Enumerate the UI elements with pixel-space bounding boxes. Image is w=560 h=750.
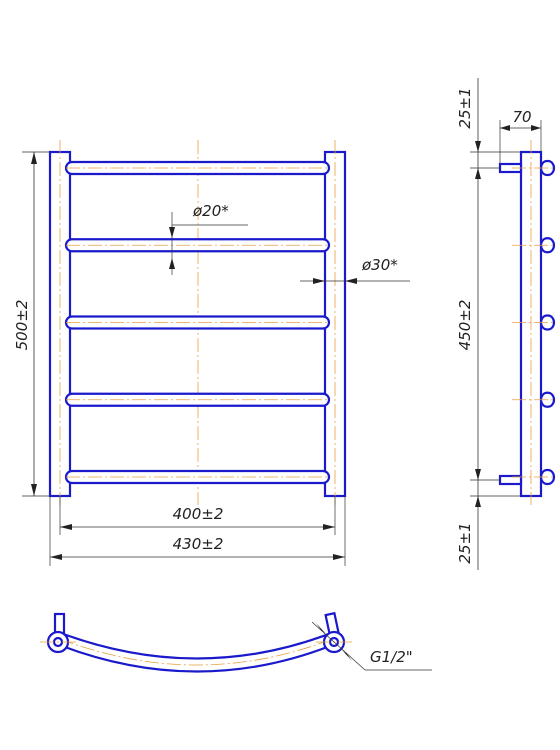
dim-crossbar-diameter: ø20* bbox=[192, 202, 229, 220]
top-curved-bar-outer bbox=[57, 630, 335, 660]
arrow-70-left bbox=[500, 125, 510, 131]
dim-depth: 70 bbox=[512, 108, 531, 126]
dim-rail-spacing: 450±2 bbox=[456, 300, 474, 351]
arrow-70-right bbox=[531, 125, 541, 131]
dim-bottom-offset: 25±1 bbox=[456, 522, 474, 563]
arrow-500-bottom bbox=[31, 484, 37, 496]
dim-outer-width: 430±2 bbox=[173, 535, 224, 553]
dim-upright-diameter: ø30* bbox=[361, 256, 398, 274]
arrow-500-top bbox=[31, 152, 37, 164]
arrow-d30-right bbox=[345, 278, 357, 284]
side-brackets bbox=[512, 159, 556, 486]
arrow-d20-top bbox=[169, 227, 175, 238]
top-curved-bar-inner bbox=[61, 644, 331, 673]
arrow-25-top-2 bbox=[475, 168, 481, 179]
front-view: 500±2 ø20* ø30* 400±2 430±2 bbox=[13, 140, 410, 566]
crossbars bbox=[64, 160, 331, 485]
arrow-thread-top bbox=[316, 623, 326, 634]
arrow-430-right bbox=[333, 554, 345, 560]
top-curved-axis bbox=[59, 638, 333, 666]
arrow-d20-bottom bbox=[169, 258, 175, 269]
arrow-d30-left bbox=[313, 278, 325, 284]
arrow-25-bottom-1 bbox=[475, 469, 481, 480]
dim-thread: G1/2" bbox=[370, 648, 413, 666]
side-view: 70 25±1 450±2 25±1 bbox=[456, 78, 556, 570]
arrow-25-bottom-2 bbox=[475, 496, 481, 507]
top-view: G1/2" bbox=[40, 611, 432, 673]
arrow-400-left bbox=[60, 524, 72, 530]
dim-top-offset: 25±1 bbox=[456, 87, 474, 128]
arrow-thread-bottom bbox=[342, 650, 352, 661]
arrow-430-left bbox=[50, 554, 62, 560]
arrow-400-right bbox=[323, 524, 335, 530]
dim-height-total: 500±2 bbox=[13, 300, 31, 351]
arrow-25-top-1 bbox=[475, 141, 481, 152]
leader-thread-diagonal bbox=[311, 621, 366, 671]
dim-inner-width: 400±2 bbox=[173, 505, 224, 523]
